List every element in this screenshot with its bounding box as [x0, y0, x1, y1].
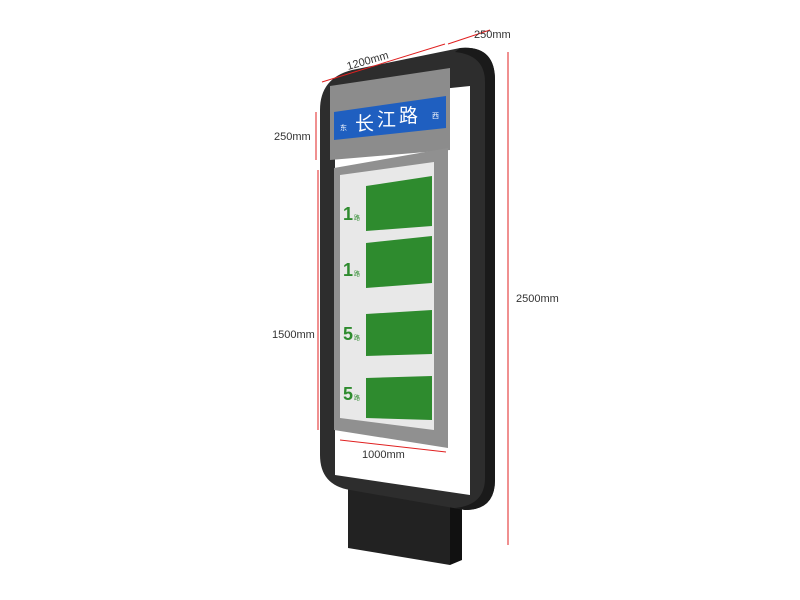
street-name-sign [334, 96, 446, 140]
frame-side [455, 47, 495, 511]
dim-label-depth: 250mm [474, 29, 511, 41]
dim-label-header: 250mm [274, 131, 311, 143]
direction-east: 东 [340, 123, 347, 132]
street-char-1: 长 [355, 113, 374, 135]
route-card-2: 1 路 [343, 236, 432, 288]
route-card-green [366, 236, 432, 288]
route-suffix: 路 [354, 270, 360, 278]
route-card-1: 1 路 [343, 176, 432, 231]
street-char-2: 江 [377, 109, 396, 131]
dim-label-panel-width: 1000mm [362, 449, 405, 461]
route-suffix: 路 [354, 334, 360, 342]
dim-line-depth [447, 29, 491, 45]
route-number: 5 [343, 384, 353, 404]
panel-background [340, 162, 434, 430]
route-card-3: 5 路 [343, 310, 432, 356]
street-char-3: 路 [399, 105, 418, 127]
route-card-4: 5 路 [343, 376, 432, 420]
dim-line-top-width [321, 43, 446, 83]
route-number: 1 [343, 204, 353, 224]
route-number: 5 [343, 324, 353, 344]
route-card-green [366, 310, 432, 356]
dim-label-total-height: 2500mm [516, 293, 559, 305]
route-suffix: 路 [354, 394, 360, 402]
direction-west: 西 [432, 112, 439, 120]
route-card-green [366, 176, 432, 231]
dim-line-panel-width [339, 439, 447, 453]
route-number: 1 [343, 260, 353, 280]
route-suffix: 路 [354, 214, 360, 222]
route-card-green [366, 376, 432, 420]
dim-label-panel-height: 1500mm [272, 329, 315, 341]
